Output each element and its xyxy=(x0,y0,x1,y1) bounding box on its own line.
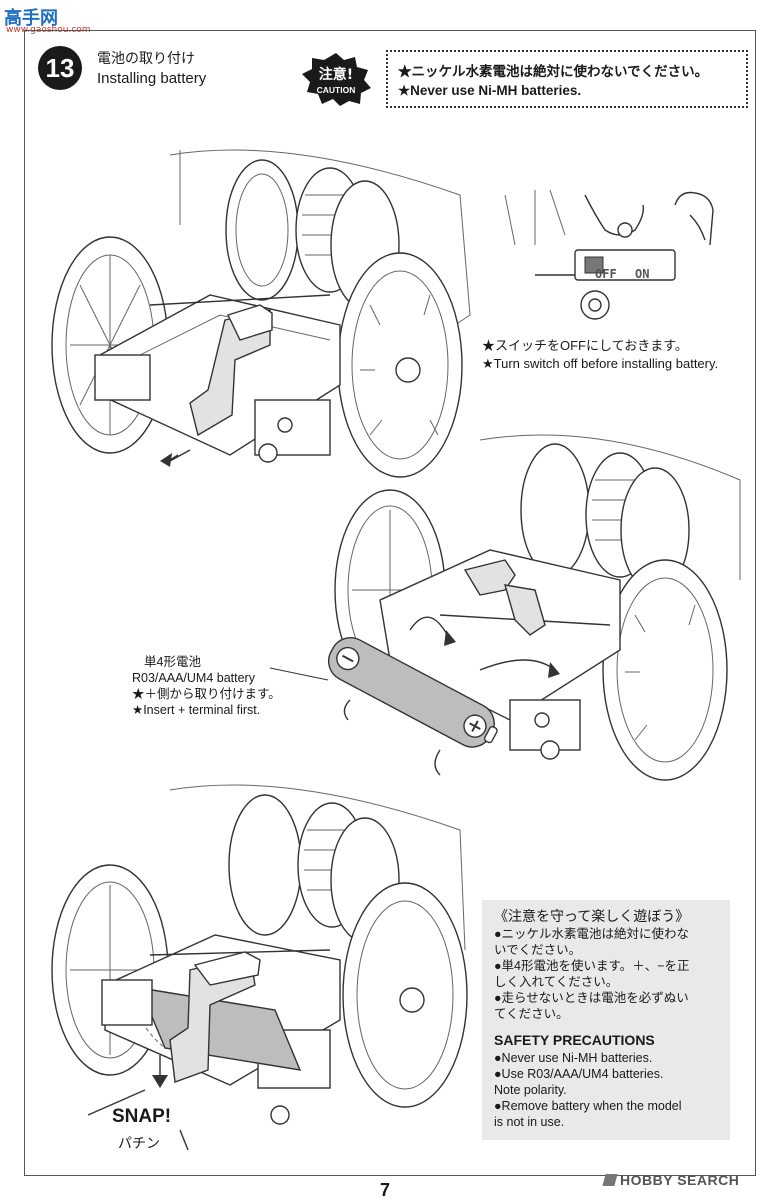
safety-item-en: ●Never use Ni-MH batteries. xyxy=(494,1051,653,1065)
safety-item-en: ●Use R03/AAA/UM4 batteries. xyxy=(494,1067,664,1081)
safety-heading-ja: 《注意を守って楽しく遊ぼう》 xyxy=(494,908,690,924)
step-title-ja: 電池の取り付け xyxy=(97,51,195,67)
safety-item-en: is not in use. xyxy=(494,1115,565,1129)
watermark-site: 高手网 xyxy=(4,8,58,29)
switch-detail-illustration: OFF ON xyxy=(504,189,714,320)
safety-precautions-box: 《注意を守って楽しく遊ぼう》 ●ニッケル水素電池は絶対に使わな いでください。 … xyxy=(482,900,730,1140)
safety-item-ja: いでください。 xyxy=(494,943,582,957)
caution-text-ja: ★ニッケル水素電池は絶対に使わないでください。 xyxy=(398,64,709,79)
footer-brand-text: HOBBY SEARCH xyxy=(620,1172,740,1188)
safety-item-ja: ●走らせないときは電池を必ずぬい xyxy=(494,991,689,1005)
footer-brand: HOBBY SEARCH xyxy=(602,1172,740,1188)
battery-leader-line xyxy=(270,667,329,681)
caution-badge-ja: 注意! xyxy=(319,66,353,83)
safety-heading-en: SAFETY PRECAUTIONS xyxy=(494,1032,655,1048)
battery-note-ja: ★＋側から取り付けます。 xyxy=(132,687,281,701)
page-frame xyxy=(24,30,756,1176)
hobby-search-logo-icon xyxy=(602,1174,618,1186)
caution-box: ★ニッケル水素電池は絶対に使わないでください。 ★Never use Ni-MH… xyxy=(386,50,748,108)
chassis-illustration-3 xyxy=(51,784,468,1150)
safety-item-ja: ●単4形電池を使います。＋、−を正 xyxy=(494,959,690,973)
safety-item-ja: ●ニッケル水素電池は絶対に使わな xyxy=(494,927,690,941)
switch-note-ja: ★スイッチをOFFにしておきます。 xyxy=(482,338,688,353)
snap-text-ja: パチン xyxy=(118,1136,160,1152)
page-number: 7 xyxy=(380,1180,391,1200)
switch-off-label: OFF xyxy=(595,267,617,281)
snap-text-en: SNAP! xyxy=(112,1106,172,1127)
safety-item-ja: てください。 xyxy=(494,1007,569,1021)
safety-item-en: ●Remove battery when the model xyxy=(494,1099,682,1113)
battery-label-en: R03/AAA/UM4 battery xyxy=(132,671,255,685)
battery-note-en: ★Insert + terminal first. xyxy=(132,703,261,717)
step-title-en: Installing battery xyxy=(97,70,207,87)
step-number: 13 xyxy=(38,46,82,90)
safety-item-ja: しく入れてください。 xyxy=(494,975,619,989)
battery-note: 単4形電池 R03/AAA/UM4 battery ★＋側から取り付けます。 ★… xyxy=(132,654,281,718)
caution-badge-icon: 注意! CAUTION xyxy=(302,53,371,106)
switch-note: ★スイッチをOFFにしておきます。 ★Turn switch off befor… xyxy=(482,337,718,373)
caution-text-en: ★Never use Ni-MH batteries. xyxy=(398,83,582,98)
switch-on-label: ON xyxy=(635,267,649,281)
chassis-illustration-1 xyxy=(51,149,471,478)
chassis-illustration-2 xyxy=(327,434,741,781)
battery-label-ja: 単4形電池 xyxy=(144,655,201,669)
caution-badge-en: CAUTION xyxy=(317,85,356,95)
switch-note-en: ★Turn switch off before installing batte… xyxy=(482,356,719,371)
safety-item-en: Note polarity. xyxy=(494,1083,567,1097)
